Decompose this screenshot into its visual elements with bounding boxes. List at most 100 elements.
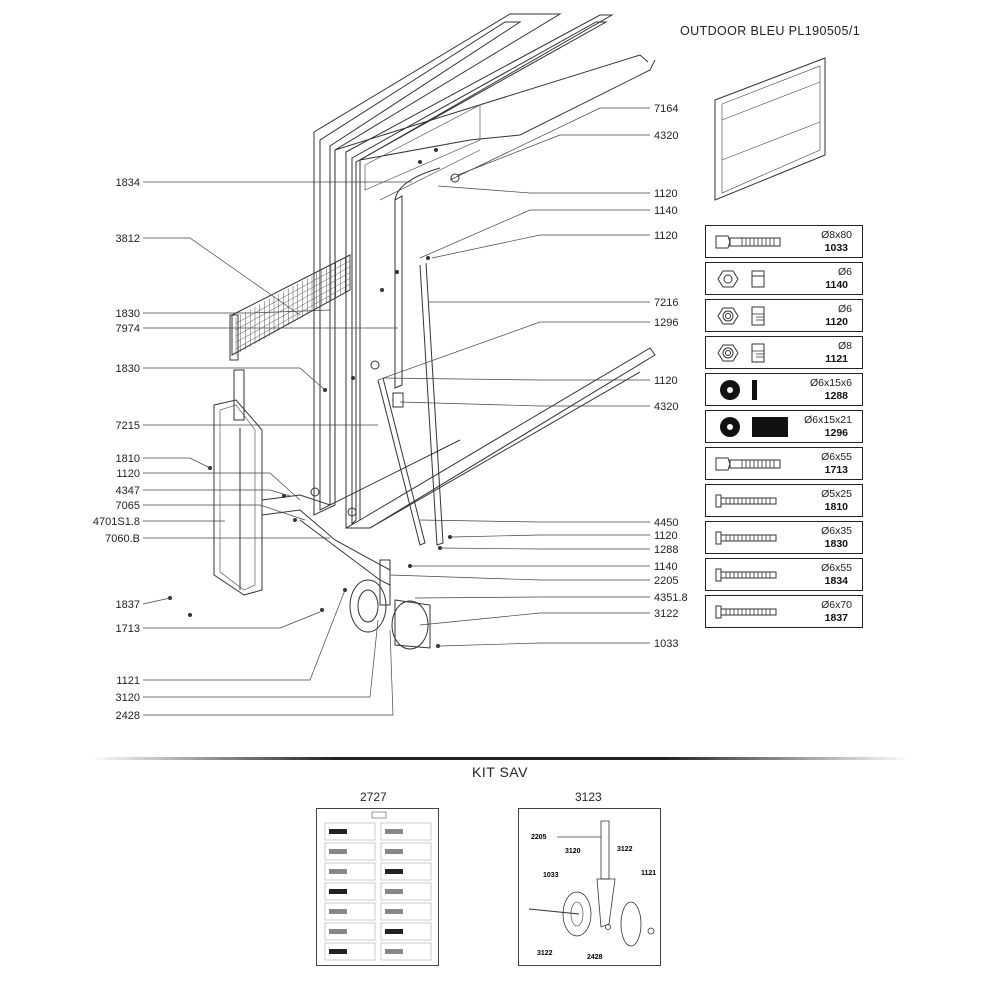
callout-1033: 1033 bbox=[654, 638, 678, 650]
part-dimension: Ø6x15x21 bbox=[804, 414, 852, 426]
support-struts bbox=[377, 167, 444, 546]
callout-3122: 3122 bbox=[654, 608, 678, 620]
part-dimension: Ø6 bbox=[837, 303, 852, 315]
callout-1288: 1288 bbox=[654, 544, 678, 556]
part-dimension: Ø6 bbox=[837, 266, 852, 278]
part-code: 1296 bbox=[824, 427, 848, 439]
table-thumbnail bbox=[714, 57, 826, 201]
callout-1120-left: 1120 bbox=[116, 468, 140, 480]
part-dimension: Ø6x15x6 bbox=[809, 377, 852, 389]
part-dimension: Ø6x55 bbox=[821, 562, 852, 574]
callout-4347: 4347 bbox=[116, 485, 140, 497]
screw-icon bbox=[712, 563, 802, 587]
callout-1834: 1834 bbox=[116, 177, 140, 189]
section-divider bbox=[90, 757, 910, 760]
kit-callout-1033: 1033 bbox=[543, 872, 559, 879]
hex-nut-icon bbox=[712, 267, 802, 291]
part-code: 1121 bbox=[825, 353, 848, 365]
callout-3812: 3812 bbox=[116, 233, 140, 245]
callout-1120-a: 1120 bbox=[654, 188, 678, 200]
callout-4320-b: 4320 bbox=[654, 401, 678, 413]
kit-callout-1121: 1121 bbox=[641, 870, 656, 877]
document-title: OUTDOOR BLEU PL190505/1 bbox=[680, 24, 861, 38]
leg-frame-left bbox=[213, 369, 461, 596]
leader-lines-left bbox=[142, 181, 412, 716]
washer-icon bbox=[712, 378, 802, 402]
callouts-right: 7164 4320 1120 1140 1120 7216 1296 1120 … bbox=[654, 103, 688, 650]
spacer-icon bbox=[712, 415, 802, 439]
callout-1837: 1837 bbox=[116, 599, 140, 611]
lock-nut-icon bbox=[712, 304, 802, 328]
part-code: 1810 bbox=[824, 501, 848, 513]
part-dimension: Ø5x25 bbox=[821, 488, 852, 500]
callout-1120-b: 1120 bbox=[654, 230, 678, 242]
callout-7216: 7216 bbox=[654, 297, 678, 309]
callout-1140-a: 1140 bbox=[654, 205, 678, 217]
callout-4701S1-8: 4701S1.8 bbox=[93, 516, 140, 528]
part-dimension: Ø8 bbox=[837, 340, 852, 352]
kit-title: KIT SAV bbox=[472, 764, 528, 780]
callout-4351-8: 4351.8 bbox=[654, 592, 688, 604]
part-code: 1140 bbox=[825, 279, 848, 291]
bolt-icon bbox=[712, 452, 802, 476]
callout-2428: 2428 bbox=[116, 710, 140, 722]
part-code: 1834 bbox=[824, 575, 848, 587]
callout-2205: 2205 bbox=[654, 575, 678, 587]
callout-1296: 1296 bbox=[654, 317, 678, 329]
callout-7164: 7164 bbox=[654, 103, 678, 115]
part-dimension: Ø6x35 bbox=[821, 525, 852, 537]
callout-7060-B: 7060.B bbox=[105, 533, 140, 545]
part-dimension: Ø6x55 bbox=[821, 451, 852, 463]
bolt-icon bbox=[712, 230, 802, 254]
wheel-kit-diagram: 2205 3120 3122 1033 1121 3122 2428 bbox=[528, 820, 656, 961]
kit-item-code-2727: 2727 bbox=[360, 790, 387, 804]
callout-1830: 1830 bbox=[116, 308, 140, 320]
callout-1830-b: 1830 bbox=[116, 363, 140, 375]
fasteners bbox=[168, 148, 460, 648]
part-code: 1713 bbox=[824, 464, 848, 476]
kit-callout-2205: 2205 bbox=[531, 834, 547, 841]
callout-1121: 1121 bbox=[116, 675, 140, 687]
callout-1120-c: 1120 bbox=[654, 375, 678, 387]
callout-7215: 7215 bbox=[116, 420, 140, 432]
callouts-left: 1834 3812 1830 7974 1830 7215 1810 1120 … bbox=[93, 177, 140, 722]
kit-callout-3122-top: 3122 bbox=[617, 846, 633, 853]
part-dimension: Ø8x80 bbox=[821, 229, 852, 241]
leader-lines-right bbox=[377, 107, 650, 647]
wheel-assembly bbox=[349, 559, 431, 650]
callout-7065: 7065 bbox=[116, 500, 140, 512]
net bbox=[229, 254, 351, 361]
kit-2727-thumbnail bbox=[316, 808, 439, 966]
callout-4320: 4320 bbox=[654, 130, 678, 142]
callout-4450: 4450 bbox=[654, 517, 678, 529]
screw-icon bbox=[712, 600, 802, 624]
callout-3120: 3120 bbox=[116, 692, 140, 704]
part-dimension: Ø6x70 bbox=[821, 599, 852, 611]
part-code: 1830 bbox=[824, 538, 848, 550]
callout-1120-d: 1120 bbox=[654, 530, 678, 542]
screw-icon bbox=[712, 526, 802, 550]
callout-1140-b: 1140 bbox=[654, 561, 678, 573]
part-code: 1120 bbox=[825, 316, 848, 328]
callout-1713: 1713 bbox=[116, 623, 140, 635]
kit-callout-3120: 3120 bbox=[565, 848, 581, 855]
lock-nut-icon bbox=[712, 341, 802, 365]
screw-icon bbox=[712, 489, 802, 513]
callout-7974: 7974 bbox=[116, 323, 140, 335]
part-code: 1837 bbox=[824, 612, 848, 624]
fastener-kit-icon bbox=[324, 811, 432, 961]
kit-3123-thumbnail: 2205 3120 3122 1033 1121 3122 2428 bbox=[518, 808, 661, 966]
